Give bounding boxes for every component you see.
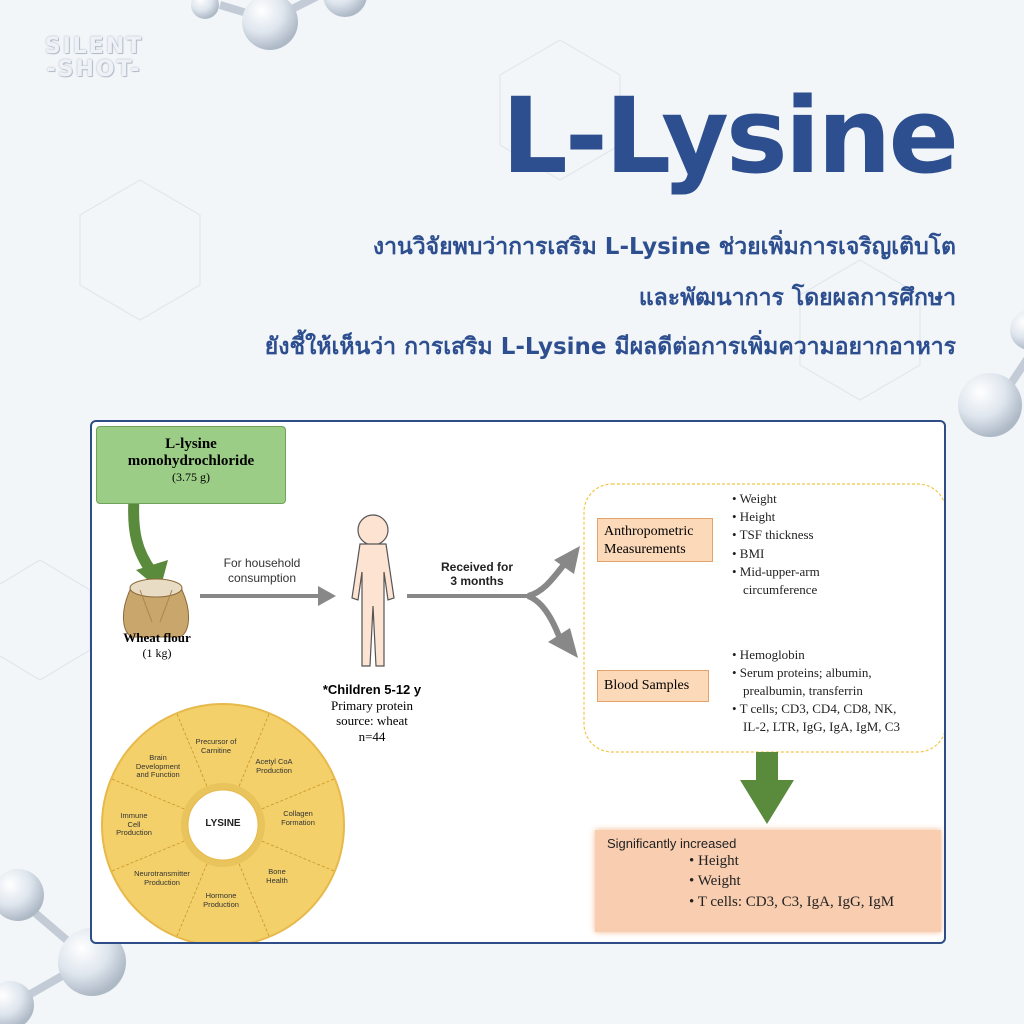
list-item: • Height — [732, 509, 776, 525]
list-item: • Weight — [732, 491, 777, 506]
supplement-box: L-lysine monohydrochloride (3.75 g) — [96, 426, 286, 504]
flour-label: Wheat flour (1 kg) — [102, 630, 212, 661]
diagram-graphics — [101, 483, 944, 942]
list-item: circumference — [743, 581, 818, 597]
outcomes-dashed-box — [583, 483, 944, 753]
list-item: • Hemoglobin — [732, 647, 805, 662]
result-arrow — [740, 752, 794, 824]
wheel-segment-carnitine: Precursor of Carnitine — [195, 737, 237, 755]
subtitle-line-1: งานวิจัยพบว่าการเสริม L-Lysine ช่วยเพิ่ม… — [372, 234, 956, 260]
supplement-name-1: L-lysine — [165, 436, 217, 452]
list-item: • Height — [689, 853, 739, 869]
flour-name: Wheat flour — [123, 630, 191, 645]
supplement-dose: (3.75 g) — [172, 470, 210, 484]
list-item: IL-2, LTR, IgG, IgA, IgM, C3 — [743, 718, 900, 734]
children-label: *Children 5-12 y Primary protein source:… — [292, 682, 452, 744]
wheel-divider — [176, 863, 208, 937]
lysine-wheel — [101, 703, 345, 942]
subtitle-line-3: ยังชี้ให้เห็นว่า การเสริม L-Lysine มีผลด… — [264, 334, 956, 360]
list-item: • Mid-upper-arm — [732, 563, 820, 579]
wheel-segment-collagen: Collagen Formation — [281, 809, 315, 827]
wheel-segment-brain: Brain Development and Function — [135, 753, 181, 780]
result-box: Significantly increased • Height • Weigh… — [595, 830, 941, 932]
supplement-arrow — [128, 497, 157, 576]
brand-line-1: SILENT — [44, 34, 144, 59]
result-title: Significantly increased — [607, 836, 737, 851]
wheel-segment-hormone: Hormone Production — [203, 891, 239, 909]
wheel-divider — [176, 713, 208, 787]
wheel-divider — [261, 778, 335, 810]
household-label: For household consumption — [223, 556, 301, 585]
brand-line-2: -SHOT- — [46, 57, 142, 82]
wheel-divider — [261, 840, 335, 872]
list-item: • BMI — [732, 545, 765, 561]
wheel-segment-bone: Bone Health — [266, 867, 288, 885]
anthropometric-label: Anthropometric Measurements — [597, 518, 713, 562]
supplement-name-2: monohydrochloride — [127, 453, 255, 469]
wheel-segment-immune: Immune Cell Production — [116, 811, 152, 838]
subtitle-line-2: และพัฒนาการ โดยผลการศึกษา — [638, 285, 956, 311]
wheel-segment-acetyl-coa: Acetyl CoA Production — [255, 757, 293, 775]
list-item: • TSF thickness — [732, 527, 814, 543]
anthropometric-list: • Weight • Height • TSF thickness • BMI … — [732, 490, 942, 599]
list-item: • T cells; CD3, CD4, CD8, NK, — [732, 700, 897, 716]
received-label: Received for 3 months — [440, 560, 514, 589]
blood-samples-label: Blood Samples — [597, 670, 709, 702]
wheel-divider — [238, 713, 270, 787]
study-diagram: L-lysine monohydrochloride (3.75 g) Whea… — [90, 420, 946, 944]
flour-amount: (1 kg) — [142, 646, 172, 660]
wheel-divider — [238, 863, 270, 937]
wheat-flour-sack-icon — [123, 578, 189, 638]
list-item: • Weight — [689, 873, 741, 890]
lysine-center-label: LYSINE — [205, 818, 241, 829]
page-title: L-Lysine — [501, 75, 959, 197]
list-item: • T cells: CD3, C3, IgA, IgG, IgM — [689, 893, 895, 910]
list-item: • Serum proteins; albumin, — [732, 664, 872, 680]
household-arrow-head — [318, 586, 336, 606]
children-title: *Children 5-12 y — [322, 682, 422, 697]
list-item: prealbumin, transferrin — [743, 682, 863, 698]
wheel-segment-neurotransmitter: Neurotransmitter Production — [134, 869, 190, 887]
brand-logo: SILENT -SHOT- — [34, 34, 154, 82]
blood-samples-list: • Hemoglobin • Serum proteins; albumin, … — [732, 646, 944, 736]
child-figure-icon — [351, 514, 395, 667]
